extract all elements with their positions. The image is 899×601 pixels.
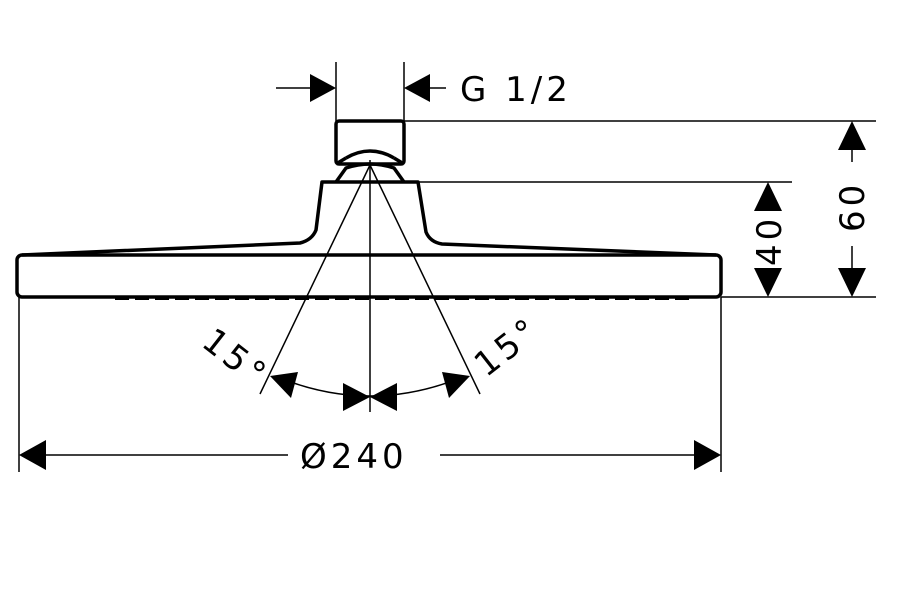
spray-line-left (259, 164, 371, 395)
neck-dome (345, 149, 395, 160)
height-total-label: 60 (833, 181, 873, 232)
angle-right-label: 15° (467, 309, 549, 385)
spray-line-right (369, 164, 481, 395)
angle-arrow-right-outer (442, 372, 470, 398)
angle-arc (279, 377, 461, 397)
angle-arrow-left-inner (343, 383, 370, 411)
angle-arrow-left-outer (270, 372, 298, 398)
angle-arrow-right-inner (370, 383, 397, 411)
height-body-label: 40 (750, 215, 790, 266)
diameter-label: Ø240 (300, 437, 408, 477)
thread-dimension (276, 62, 446, 121)
shower-head-outline (15, 119, 723, 300)
plate-taper (21, 180, 717, 257)
diameter-dimension (18, 297, 722, 472)
thread-size-label: G 1/2 (460, 70, 572, 110)
height-total-dimension (404, 120, 876, 298)
height-body-dimension (404, 181, 792, 297)
shower-plate (15, 253, 723, 299)
